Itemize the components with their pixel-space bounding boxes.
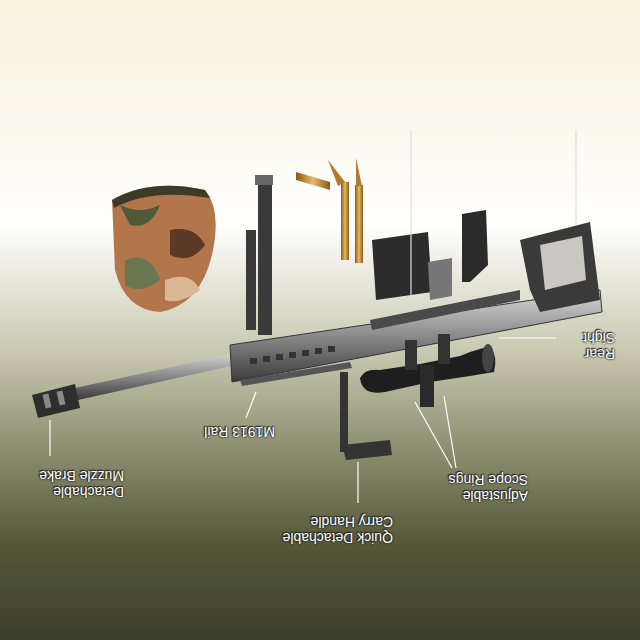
bipod bbox=[246, 175, 273, 335]
helmet bbox=[112, 186, 216, 312]
part-label: Adjustable Scope Rings bbox=[436, 472, 528, 504]
part-label: Detachable Muzzle Brake bbox=[28, 468, 124, 500]
part-label: Quick Detachable Carry Handle bbox=[267, 514, 393, 546]
part-label: M1913 Rail bbox=[185, 424, 275, 440]
stock bbox=[520, 222, 600, 312]
carry-handle bbox=[340, 372, 392, 460]
cartridges bbox=[296, 158, 363, 263]
barrel bbox=[32, 352, 240, 418]
leader-lines bbox=[50, 130, 576, 503]
scope bbox=[360, 334, 495, 407]
magazine-grip bbox=[372, 210, 488, 300]
part-label: Rear Sight bbox=[569, 330, 615, 362]
